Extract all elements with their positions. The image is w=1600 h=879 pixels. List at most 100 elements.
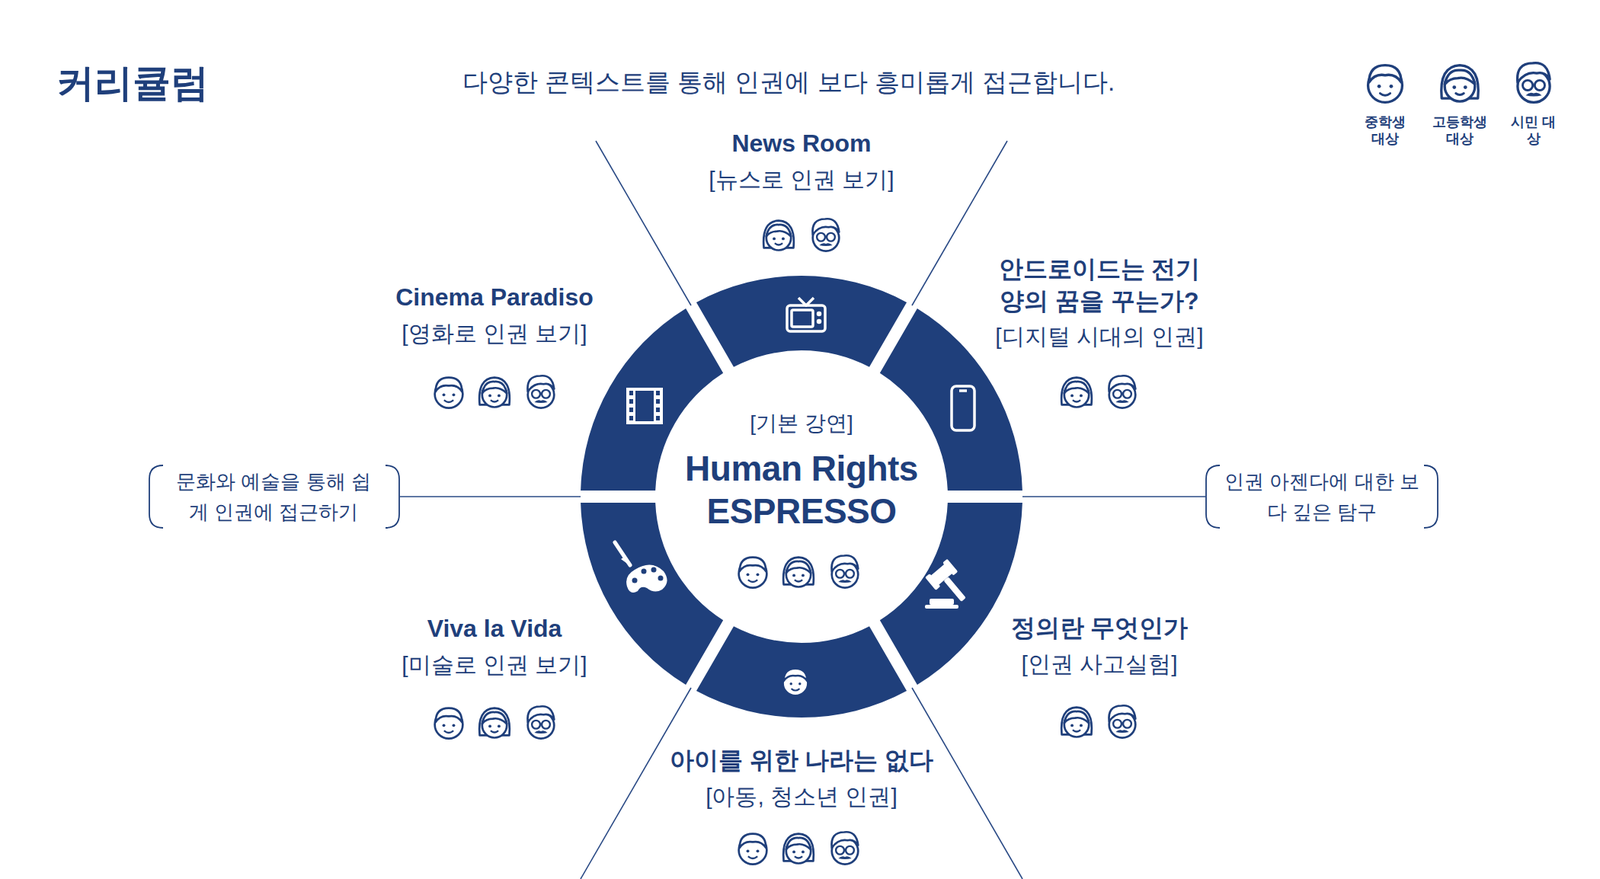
- phone-icon: [959, 389, 967, 393]
- topic-node: 안드로이드는 전기 양의 꿈을 꾸는가? [디지털 시대의 인권]: [985, 253, 1214, 352]
- audience-icon: [435, 708, 464, 740]
- tv-icon: [818, 320, 821, 324]
- film-icon: [656, 390, 660, 396]
- audience-icon: [1517, 63, 1551, 103]
- film-icon: [656, 407, 660, 413]
- topic-node: 정의란 무엇인가 [인권 사고실험]: [931, 612, 1268, 679]
- palette-icon: [651, 567, 657, 573]
- page-title: 커리큘럼: [56, 57, 209, 109]
- divider-lines: [580, 688, 692, 879]
- gavel-icon: [924, 559, 975, 611]
- audience-icon: [739, 834, 768, 865]
- brackets: [385, 465, 400, 528]
- brackets: [1206, 465, 1220, 528]
- film-icon: [626, 387, 663, 425]
- audience-icon: [1061, 377, 1092, 408]
- tv-icon: [787, 305, 826, 332]
- palette-icon: [641, 569, 647, 575]
- film-icon: [626, 387, 663, 425]
- tv-icon: [787, 297, 826, 332]
- topic-subtitle: [미술로 인권 보기]: [326, 649, 663, 680]
- ring-segment: [580, 502, 724, 685]
- tv-icon: [798, 297, 814, 306]
- gavel-icon: [924, 573, 941, 591]
- topic-subtitle: [뉴스로 인권 보기]: [603, 164, 1000, 195]
- side-note: 인권 아젠다에 대한 보다 깊은 탐구: [1219, 466, 1425, 528]
- phone-icon: [951, 386, 975, 431]
- topic-node: Viva la Vida[미술로 인권 보기]: [326, 613, 663, 680]
- audience-icon: [527, 375, 554, 408]
- audience-icon: [1061, 707, 1092, 738]
- audience-icon: [1108, 705, 1136, 738]
- legend-label: 시민 대상: [1505, 114, 1562, 148]
- audience-icon: [1441, 65, 1479, 103]
- topic-title: 정의란 무엇인가: [931, 612, 1268, 645]
- gavel-icon: [944, 576, 967, 602]
- film-icon: [635, 390, 654, 422]
- topic-subtitle: [영화로 인권 보기]: [326, 318, 663, 349]
- divider-lines: [400, 140, 1206, 879]
- film-icon: [629, 390, 634, 396]
- ring-segment: [880, 502, 1023, 685]
- palette-icon: [620, 556, 632, 567]
- gavel-icon: [929, 598, 954, 605]
- divider-lines: [400, 496, 581, 498]
- audience-icon: [1108, 375, 1136, 408]
- ring-segment: [696, 626, 907, 718]
- gavel-icon: [924, 559, 974, 611]
- film-icon: [629, 407, 634, 413]
- audience-icon: [479, 708, 510, 739]
- audience-icon: [783, 557, 814, 588]
- topic-title: Viva la Vida: [326, 613, 663, 646]
- film-icon: [629, 399, 634, 404]
- topic-title: News Room: [603, 128, 1000, 160]
- film-icon: [656, 416, 660, 421]
- subtitle: 다양한 콘텍스트를 통해 인권에 보다 흥미롭게 접근합니다.: [407, 65, 1170, 100]
- audience-icon: [763, 220, 794, 251]
- audience-icon: [1368, 65, 1403, 103]
- topic-title: 안드로이드는 전기 양의 꿈을 꾸는가?: [985, 253, 1214, 317]
- brackets: [149, 465, 164, 528]
- legend-label: 고등학생 대상: [1431, 114, 1488, 148]
- topic-node: 아이를 위한 나라는 없다[아동, 청소년 인권]: [603, 745, 1000, 812]
- film-icon: [656, 399, 660, 404]
- divider-lines: [912, 688, 1023, 879]
- film-icon: [629, 416, 634, 421]
- audience-icon: [527, 706, 554, 739]
- audience-icon: [831, 832, 858, 864]
- divider-lines: [1022, 496, 1206, 498]
- child-icon: [783, 668, 809, 697]
- audience-icon: [831, 555, 858, 588]
- topic-node: News Room [뉴스로 인권 보기]: [603, 128, 1000, 195]
- segment-icons: [614, 297, 975, 696]
- topic-title: 아이를 위한 나라는 없다: [603, 745, 1000, 778]
- topic-title: Cinema Paradiso: [326, 281, 663, 314]
- gavel-icon: [924, 604, 959, 609]
- topic-subtitle: [디지털 시대의 인권]: [985, 321, 1214, 352]
- palette-icon: [658, 576, 664, 582]
- topic-subtitle: [아동, 청소년 인권]: [603, 781, 1000, 812]
- divider-lines: [912, 140, 1008, 306]
- topic-node: Cinema Paradiso [영화로 인권 보기]: [326, 281, 663, 349]
- lecture-tag: [기본 강연]: [664, 409, 939, 438]
- gavel-icon: [942, 559, 958, 576]
- palette-icon: [626, 564, 667, 593]
- brackets: [1424, 465, 1438, 528]
- center-node: [기본 강연] Human Rights ESPRESSO: [664, 409, 939, 533]
- lecture-title: Human Rights ESPRESSO: [664, 448, 939, 532]
- audience-icon: [812, 218, 839, 251]
- topic-subtitle: [인권 사고실험]: [931, 649, 1268, 679]
- side-note: 문화와 예술을 통해 쉽게 인권에 접근하기: [170, 466, 377, 528]
- palette-icon: [632, 578, 638, 584]
- audience-icons: [435, 63, 1550, 865]
- divider-lines: [595, 140, 692, 306]
- audience-icon: [435, 377, 464, 409]
- tv-icon: [818, 313, 821, 316]
- audience-icon: [739, 557, 768, 589]
- legend-label: 중학생 대상: [1356, 114, 1414, 148]
- phone-icon: [951, 386, 975, 431]
- ring-segments: [580, 275, 1023, 718]
- ring-segment: [696, 275, 907, 368]
- audience-icon: [479, 377, 510, 408]
